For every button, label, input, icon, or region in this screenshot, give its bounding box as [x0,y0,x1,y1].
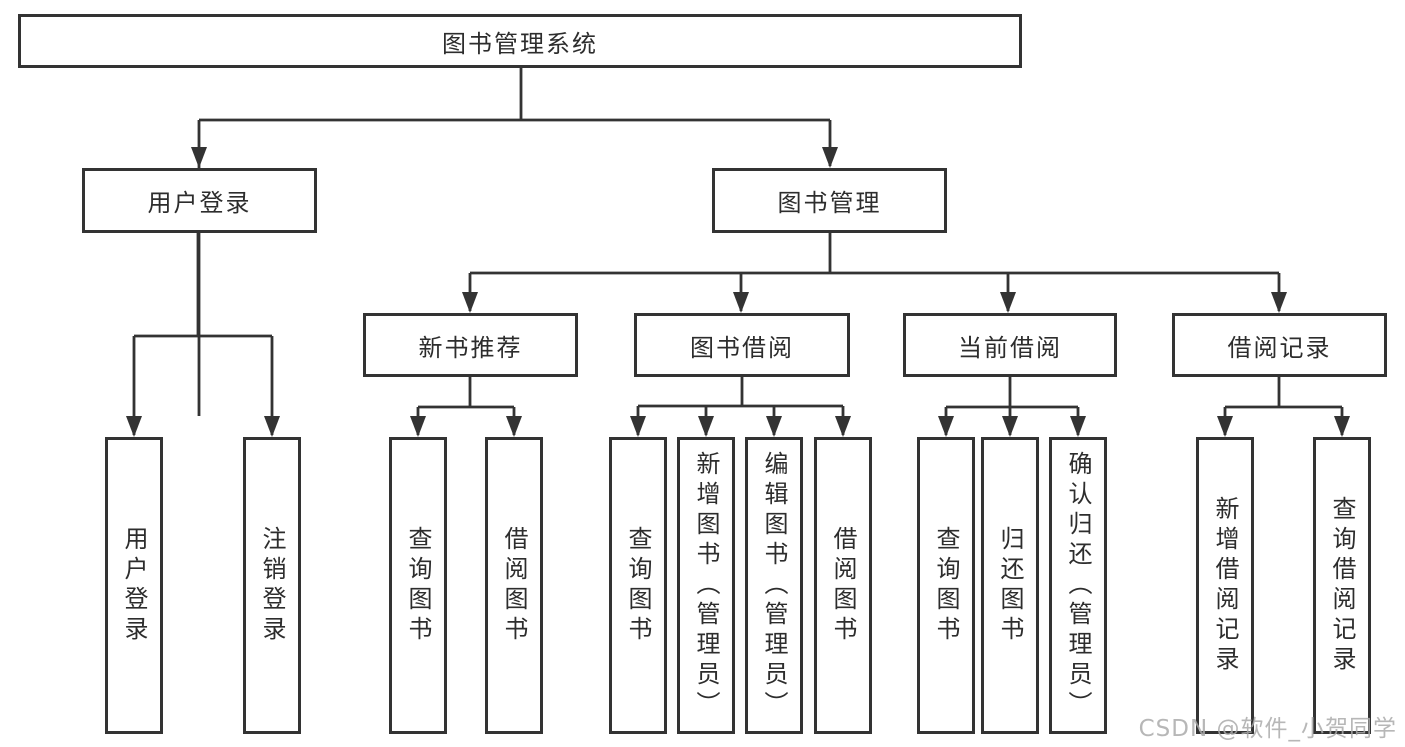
leaf-label: 用户登录 [120,525,148,646]
arrow-down-icon [733,292,749,313]
edge-root-to-level2 [197,68,832,416]
leaf-query-books-recommend: 查询图书 [389,437,447,734]
leaf-label: 借阅图书 [500,525,528,646]
leaf-label: 查询借阅记录 [1328,495,1356,676]
leaf-label: 查询图书 [404,525,432,646]
arrow-down-icon [191,147,207,168]
arrowheads [126,147,1350,437]
leaf-add-borrow-record: 新增借阅记录 [1196,437,1254,734]
leaf-label: 新增图书（管理员） [692,450,720,721]
edge-mgmt-to-level3 [468,233,1281,311]
arrow-down-icon [766,416,782,437]
tree-edges [132,68,1344,435]
arrow-down-icon [1000,292,1016,313]
leaf-label: 注销登录 [258,525,286,646]
node-new-book-recommend: 新书推荐 [363,313,578,377]
edge-login-to-leaves [132,233,274,435]
arrow-down-icon [462,292,478,313]
leaf-label: 新增借阅记录 [1211,495,1239,676]
leaf-label: 查询图书 [932,525,960,646]
node-book-borrow: 图书借阅 [634,313,850,377]
arrow-down-icon [1070,416,1086,437]
leaf-query-borrow-record: 查询借阅记录 [1313,437,1371,734]
arrow-down-icon [1002,416,1018,437]
arrow-down-icon [1271,292,1287,313]
arrow-down-icon [698,416,714,437]
arrow-down-icon [506,416,522,437]
arrow-down-icon [264,416,280,437]
arrow-down-icon [630,416,646,437]
leaf-add-books-admin: 新增图书（管理员） [677,437,735,734]
leaf-label: 编辑图书（管理员） [760,450,788,721]
arrow-down-icon [822,147,838,168]
csdn-watermark: CSDN @软件_小贺同学 [1138,716,1397,742]
leaf-user-login: 用户登录 [105,437,163,734]
leaf-label: 查询图书 [624,525,652,646]
leaf-return-books: 归还图书 [981,437,1039,734]
leaf-confirm-return-admin: 确认归还（管理员） [1049,437,1107,734]
edge-recommend-to-leaves [416,377,516,435]
leaf-label: 借阅图书 [829,525,857,646]
leaf-query-books-borrow: 查询图书 [609,437,667,734]
arrow-down-icon [938,416,954,437]
arrow-down-icon [1334,416,1350,437]
leaf-edit-books-admin: 编辑图书（管理员） [745,437,803,734]
arrow-down-icon [126,416,142,437]
leaf-borrow-books-recommend: 借阅图书 [485,437,543,734]
leaf-logout-login: 注销登录 [243,437,301,734]
leaf-borrow-books: 借阅图书 [814,437,872,734]
arrow-down-icon [410,416,426,437]
arrow-down-icon [1217,416,1233,437]
leaf-label: 确认归还（管理员） [1064,450,1092,721]
node-library-management-system: 图书管理系统 [18,14,1022,68]
leaf-query-books-current: 查询图书 [917,437,975,734]
edge-records-to-leaves [1223,377,1344,435]
edge-borrow-to-leaves [636,377,845,435]
node-borrow-records: 借阅记录 [1172,313,1387,377]
leaf-label: 归还图书 [996,525,1024,646]
arrow-down-icon [835,416,851,437]
node-user-login: 用户登录 [82,168,317,233]
node-current-borrow: 当前借阅 [903,313,1117,377]
node-book-management: 图书管理 [712,168,947,233]
